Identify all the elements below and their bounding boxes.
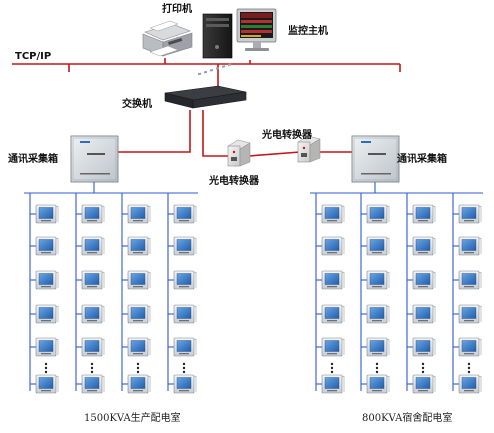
power-meter-icon (366, 337, 390, 357)
rs485-bus-left (24, 182, 198, 391)
power-meter-icon (35, 374, 59, 394)
power-meter-icon (127, 236, 151, 256)
power-meter-icon (458, 236, 482, 256)
power-meter-icon (412, 270, 436, 290)
power-meter-icon (81, 204, 105, 224)
meter-grid-left (35, 204, 197, 394)
fiber-converter-left (227, 139, 251, 167)
converter-bottom-label: 光电转换器 (209, 176, 259, 187)
power-meter-icon (321, 236, 345, 256)
power-meter-icon (173, 204, 197, 224)
power-meter-icon (412, 374, 436, 394)
power-meter-icon (321, 304, 345, 324)
power-meter-icon (81, 304, 105, 324)
power-meter-icon (412, 204, 436, 224)
network-switch-icon (164, 63, 247, 109)
fiber-link-line (248, 151, 301, 157)
power-meter-icon (35, 236, 59, 256)
power-meter-icon (127, 304, 151, 324)
power-meter-icon (127, 204, 151, 224)
switch-to-converter-line (202, 110, 228, 157)
power-meter-icon (35, 270, 59, 290)
more-meters-ellipsis (375, 362, 379, 374)
power-meter-icon (458, 337, 482, 357)
more-meters-ellipsis (421, 362, 425, 374)
power-meter-icon (321, 337, 345, 357)
power-meter-icon (458, 270, 482, 290)
more-meters-ellipsis (136, 362, 140, 374)
meter-grid-right (321, 204, 482, 394)
power-meter-icon (173, 304, 197, 324)
more-meters-ellipsis (182, 362, 186, 374)
host-label: 监控主机 (288, 26, 328, 37)
power-meter-icon (81, 337, 105, 357)
switch-to-left-box-line (118, 110, 191, 153)
power-meter-icon (35, 304, 59, 324)
power-meter-icon (173, 337, 197, 357)
power-meter-icon (173, 270, 197, 290)
collection-box-right (351, 135, 400, 183)
power-meter-icon (366, 270, 390, 290)
computer-monitor-icon (202, 8, 277, 59)
power-meter-icon (412, 236, 436, 256)
collection-box-left (70, 135, 119, 183)
left-room-label: 1500KVA生产配电室 (84, 413, 181, 424)
printer-label: 打印机 (162, 4, 192, 15)
power-meter-icon (458, 304, 482, 324)
power-meter-icon (366, 236, 390, 256)
fiber-converter-right (297, 135, 321, 163)
power-meter-icon (127, 374, 151, 394)
power-meter-icon (321, 270, 345, 290)
more-meters-ellipsis (44, 362, 48, 374)
power-meter-icon (81, 270, 105, 290)
power-meter-icon (81, 374, 105, 394)
more-meters-ellipsis (330, 362, 334, 374)
power-meter-icon (35, 204, 59, 224)
right-box-label: 通讯采集箱 (397, 154, 447, 165)
rs485-bus-right (310, 182, 483, 391)
printer-icon (142, 20, 193, 57)
more-meters-ellipsis (90, 362, 94, 374)
power-meter-icon (366, 374, 390, 394)
power-meter-icon (321, 374, 345, 394)
power-meter-icon (35, 337, 59, 357)
power-meter-icon (458, 204, 482, 224)
power-meter-icon (127, 337, 151, 357)
protocol-label: TCP/IP (15, 51, 52, 62)
more-meters-ellipsis (467, 362, 471, 374)
power-meter-icon (321, 204, 345, 224)
power-meter-icon (127, 270, 151, 290)
right-room-label: 800KVA宿舍配电室 (362, 413, 453, 424)
left-box-label: 通讯采集箱 (8, 154, 58, 165)
power-meter-icon (412, 337, 436, 357)
switch-label: 交换机 (122, 99, 152, 110)
converter-top-label: 光电转换器 (262, 130, 312, 141)
power-meter-icon (173, 236, 197, 256)
power-meter-icon (366, 204, 390, 224)
power-meter-icon (366, 304, 390, 324)
power-meter-icon (81, 236, 105, 256)
power-meter-icon (458, 374, 482, 394)
power-meter-icon (412, 304, 436, 324)
power-meter-icon (173, 374, 197, 394)
